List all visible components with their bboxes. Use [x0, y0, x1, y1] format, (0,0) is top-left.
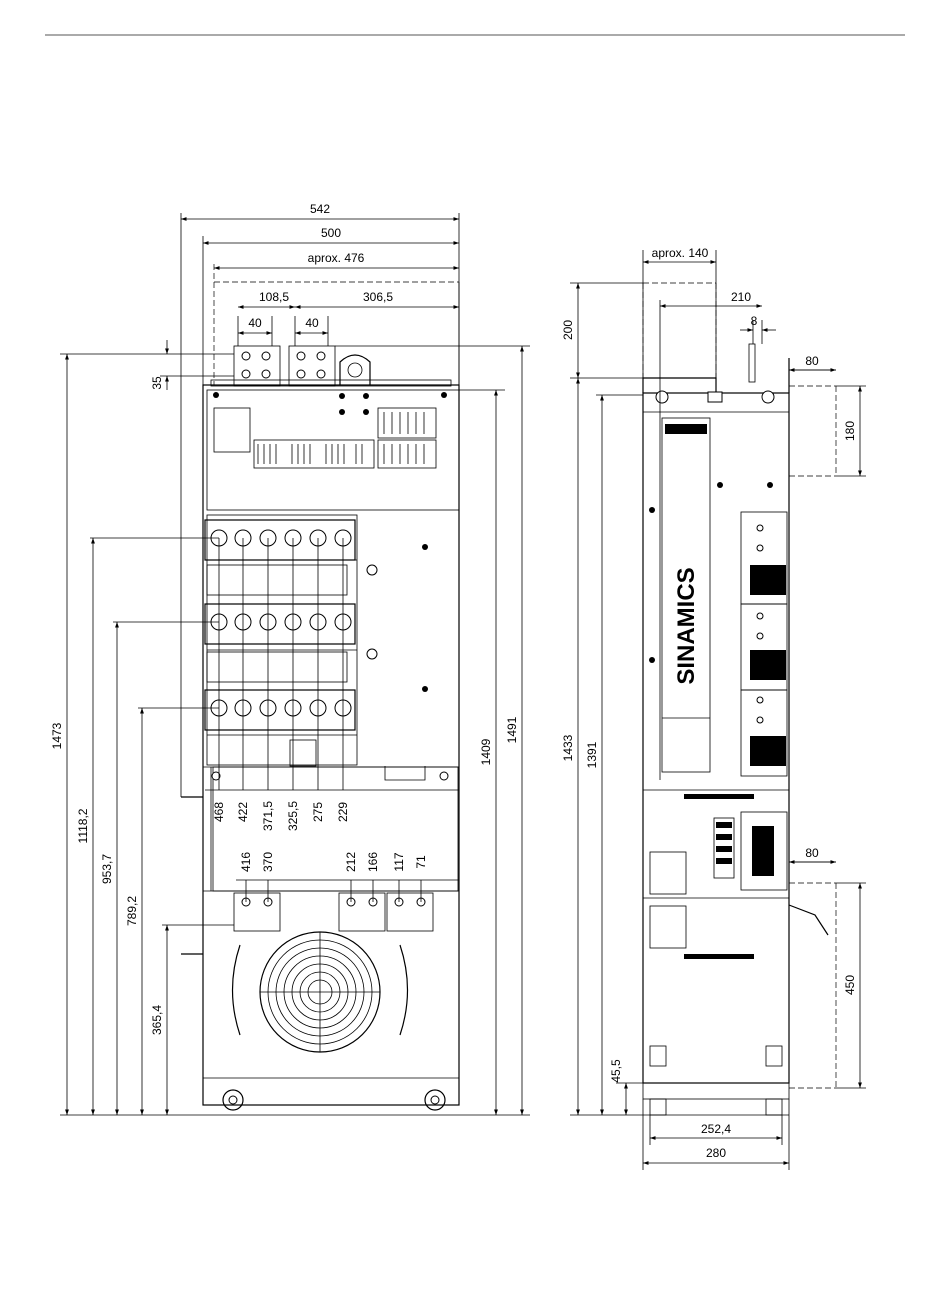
terminal-pos-upper-5: 229 — [336, 802, 350, 822]
dim-108-5: 108,5 — [259, 290, 289, 304]
dim-450: 450 — [843, 975, 857, 995]
side-view: SINAMICS — [570, 250, 866, 1170]
dim-953-7: 953,7 — [100, 854, 114, 884]
dim-35: 35 — [150, 376, 164, 390]
dim-1433: 1433 — [561, 734, 575, 761]
terminal-pos-lower-2: 212 — [344, 852, 358, 872]
dim-500: 500 — [321, 226, 341, 240]
terminal-pos-upper-2: 371,5 — [261, 801, 275, 831]
terminal-pos-lower-1: 370 — [261, 852, 275, 872]
dim-aprox-476: aprox. 476 — [308, 251, 365, 265]
dim-789-2: 789,2 — [125, 896, 139, 926]
dim-252-4: 252,4 — [701, 1122, 731, 1136]
dim-40-left: 40 — [248, 316, 262, 330]
terminal-strip — [714, 812, 787, 890]
bottom-terminals — [234, 893, 433, 931]
terminal-pos-lower-3: 166 — [366, 852, 380, 872]
fan — [260, 932, 380, 1052]
dim-8: 8 — [751, 314, 758, 328]
dim-1491: 1491 — [505, 716, 519, 743]
vent-slots — [254, 408, 436, 468]
dim-1473: 1473 — [50, 722, 64, 749]
dim-1409: 1409 — [479, 738, 493, 765]
power-section — [205, 515, 357, 766]
brand-label: SINAMICS — [673, 567, 700, 684]
dim-80-top: 80 — [805, 354, 819, 368]
terminal-pos-lower-4: 117 — [392, 852, 406, 871]
busbar-terminals — [211, 530, 351, 716]
dim-306-5: 306,5 — [363, 290, 393, 304]
control-modules — [741, 512, 787, 776]
dim-365-4: 365,4 — [150, 1005, 164, 1035]
display-window — [214, 408, 250, 452]
dim-80-bottom: 80 — [805, 846, 819, 860]
terminal-pos-lower-5: 71 — [414, 855, 428, 869]
terminal-pos-upper-1: 422 — [236, 802, 250, 822]
dim-280: 280 — [706, 1146, 726, 1160]
dim-40-right: 40 — [305, 316, 319, 330]
dim-1118-2: 1118,2 — [76, 808, 90, 843]
side-dimension-labels: aprox. 140 210 8 80 80 252,4 280 200 180… — [561, 246, 857, 1160]
dim-aprox-140: aprox. 140 — [652, 246, 709, 260]
terminal-pos-upper-4: 275 — [311, 802, 325, 822]
wheels — [223, 1090, 445, 1110]
dim-200: 200 — [561, 320, 575, 340]
front-view — [60, 213, 530, 1115]
front-dimension-labels: 542 500 aprox. 476 108,5 306,5 40 40 35 … — [50, 202, 519, 1035]
dim-210: 210 — [731, 290, 751, 304]
dim-542: 542 — [310, 202, 330, 216]
dim-1391: 1391 — [585, 741, 599, 768]
lifting-eye — [340, 355, 370, 385]
terminal-pos-upper-0: 468 — [212, 802, 226, 822]
dim-180: 180 — [843, 421, 857, 441]
terminal-pos-lower-0: 416 — [239, 852, 253, 872]
dim-45-5: 45,5 — [609, 1059, 623, 1083]
terminal-pos-upper-3: 325,5 — [286, 801, 300, 831]
